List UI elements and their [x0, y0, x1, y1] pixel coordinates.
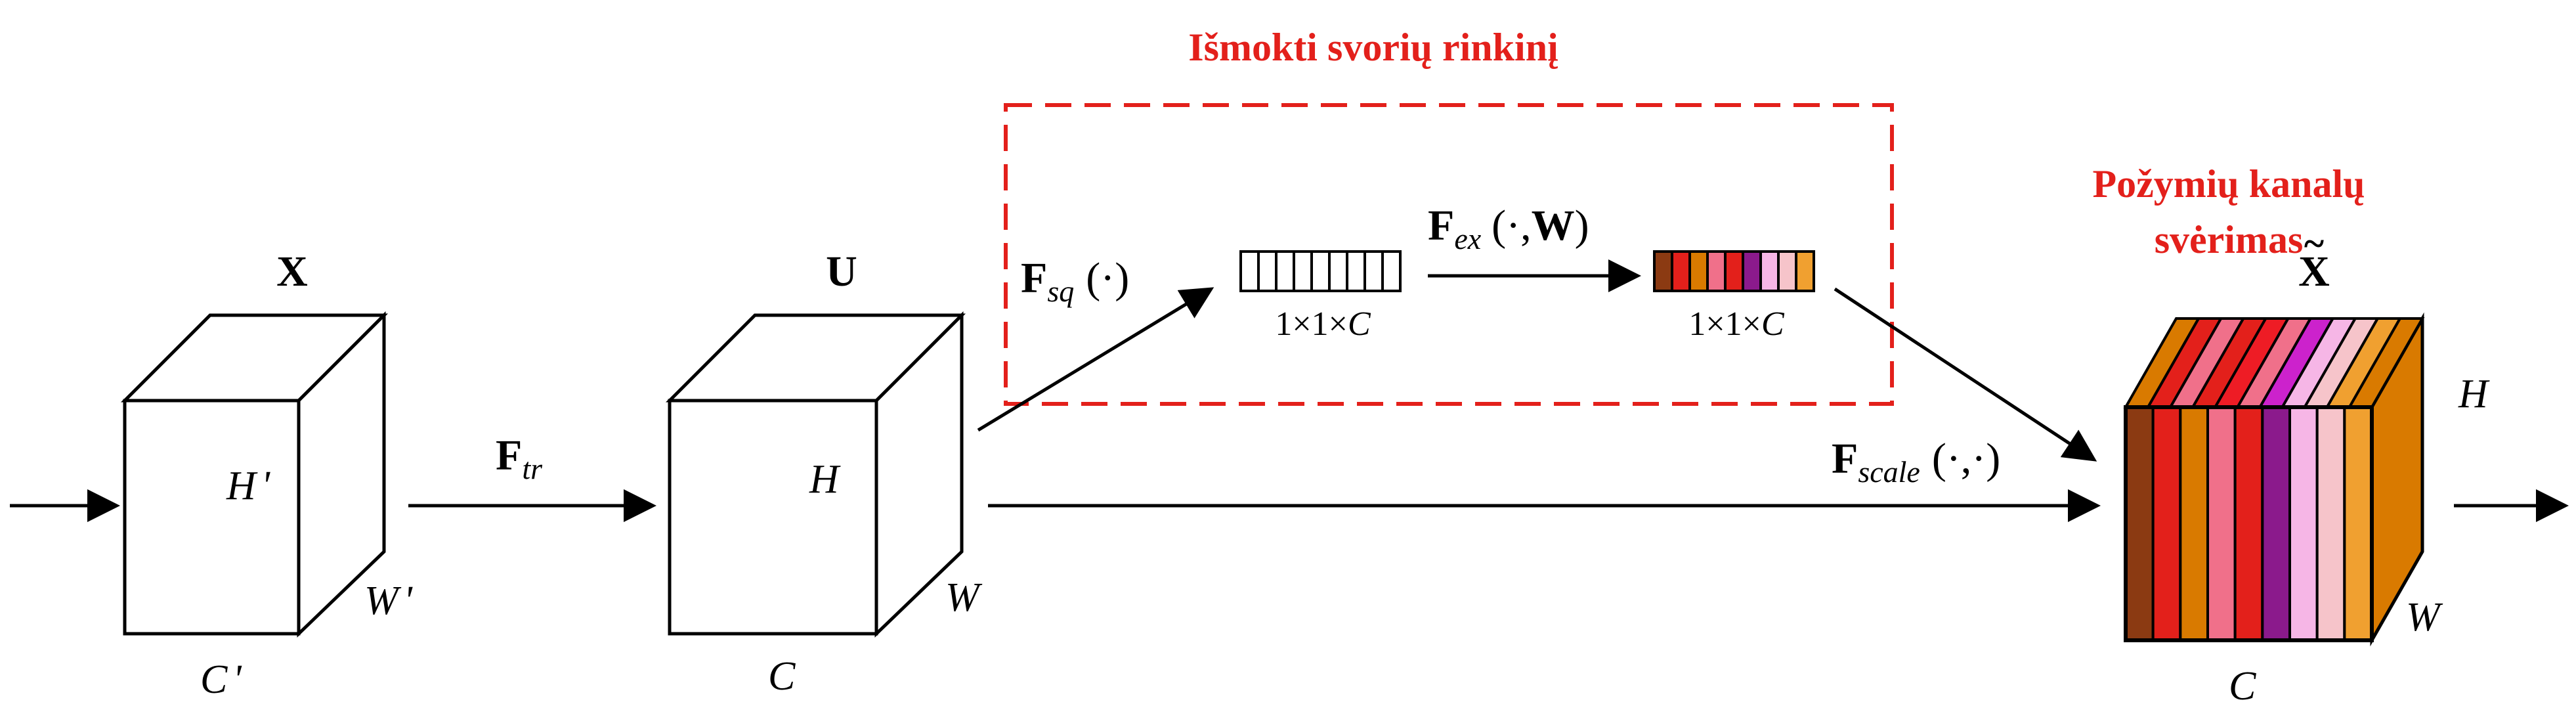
excited-vector-cell	[1671, 250, 1691, 292]
output-cube-front-slice	[2151, 406, 2182, 642]
excited-vector-cell	[1759, 250, 1780, 292]
excited-vector	[1653, 250, 1815, 292]
input-channels-label: C'	[200, 657, 242, 702]
output-cube-front-slice	[2206, 406, 2237, 642]
weights-to-output-arrow	[1834, 287, 2097, 462]
output-cube-front-slice	[2343, 406, 2373, 642]
output-cube-front-slice	[2315, 406, 2346, 642]
output-tensor-name: X	[2298, 248, 2330, 296]
output-cube-front-slice	[2179, 406, 2209, 642]
input-height-label: H'	[226, 464, 271, 508]
excited-vector-label: 1×1×C	[1688, 305, 1785, 343]
output-height-label: H	[2458, 372, 2490, 416]
title: Išmokti svorių rinkinį	[1188, 26, 1558, 69]
output-cube-front-slice	[2233, 406, 2264, 642]
transform-op-label: Ftr	[496, 431, 543, 485]
excited-vector-cell	[1724, 250, 1744, 292]
scaling-title-line1: Požymių kanalų	[2092, 162, 2365, 206]
feature-tensor-name: U	[826, 248, 857, 296]
input-width-label: W'	[364, 579, 414, 623]
squeezed-vector-cell	[1381, 250, 1402, 292]
input-cube	[120, 311, 389, 638]
output-tensor-tilde: ~	[2304, 222, 2324, 265]
learned-weights-box	[1004, 103, 1894, 406]
squeezed-vector-cell	[1239, 250, 1260, 292]
squeeze-arrow	[977, 287, 1214, 432]
input-tensor-name: X	[276, 248, 308, 296]
squeezed-vector-cell	[1363, 250, 1384, 292]
squeezed-vector-cell	[1275, 250, 1295, 292]
output-cube-front-slice	[2124, 406, 2155, 642]
squeezed-vector-cell	[1293, 250, 1313, 292]
output-width-label: W	[2406, 595, 2443, 640]
feature-channels-label: C	[768, 654, 796, 699]
output-cube-front-slice	[2261, 406, 2291, 642]
excited-vector-cell	[1688, 250, 1709, 292]
scale-op-label: Fscale(·,·)	[1832, 435, 2000, 489]
output-channels-label: C	[2229, 664, 2256, 709]
squeezed-vector-cell	[1310, 250, 1331, 292]
excited-vector-cell	[1795, 250, 1815, 292]
scaling-title-line2: svėrimas	[2155, 218, 2304, 261]
excited-vector-cell	[1777, 250, 1797, 292]
feature-cube	[665, 311, 966, 638]
squeezed-vector-cell	[1257, 250, 1277, 292]
excitation-op-label: Fex(·,W)	[1428, 202, 1589, 255]
squeeze-op-label: Fsq(·)	[1021, 254, 1129, 308]
squeezed-vector-cell	[1346, 250, 1366, 292]
output-cube-front-slice	[2288, 406, 2319, 642]
excited-vector-cell	[1742, 250, 1762, 292]
output-cube	[2123, 312, 2425, 647]
excited-vector-cell	[1653, 250, 1673, 292]
output-cube-outline	[2124, 405, 2374, 642]
feature-height-label: H	[809, 457, 841, 502]
squeezed-vector-label: 1×1×C	[1275, 305, 1371, 343]
squeezed-vector	[1239, 250, 1402, 292]
excited-vector-cell	[1706, 250, 1727, 292]
squeezed-vector-cell	[1328, 250, 1348, 292]
feature-width-label: W	[945, 575, 983, 620]
